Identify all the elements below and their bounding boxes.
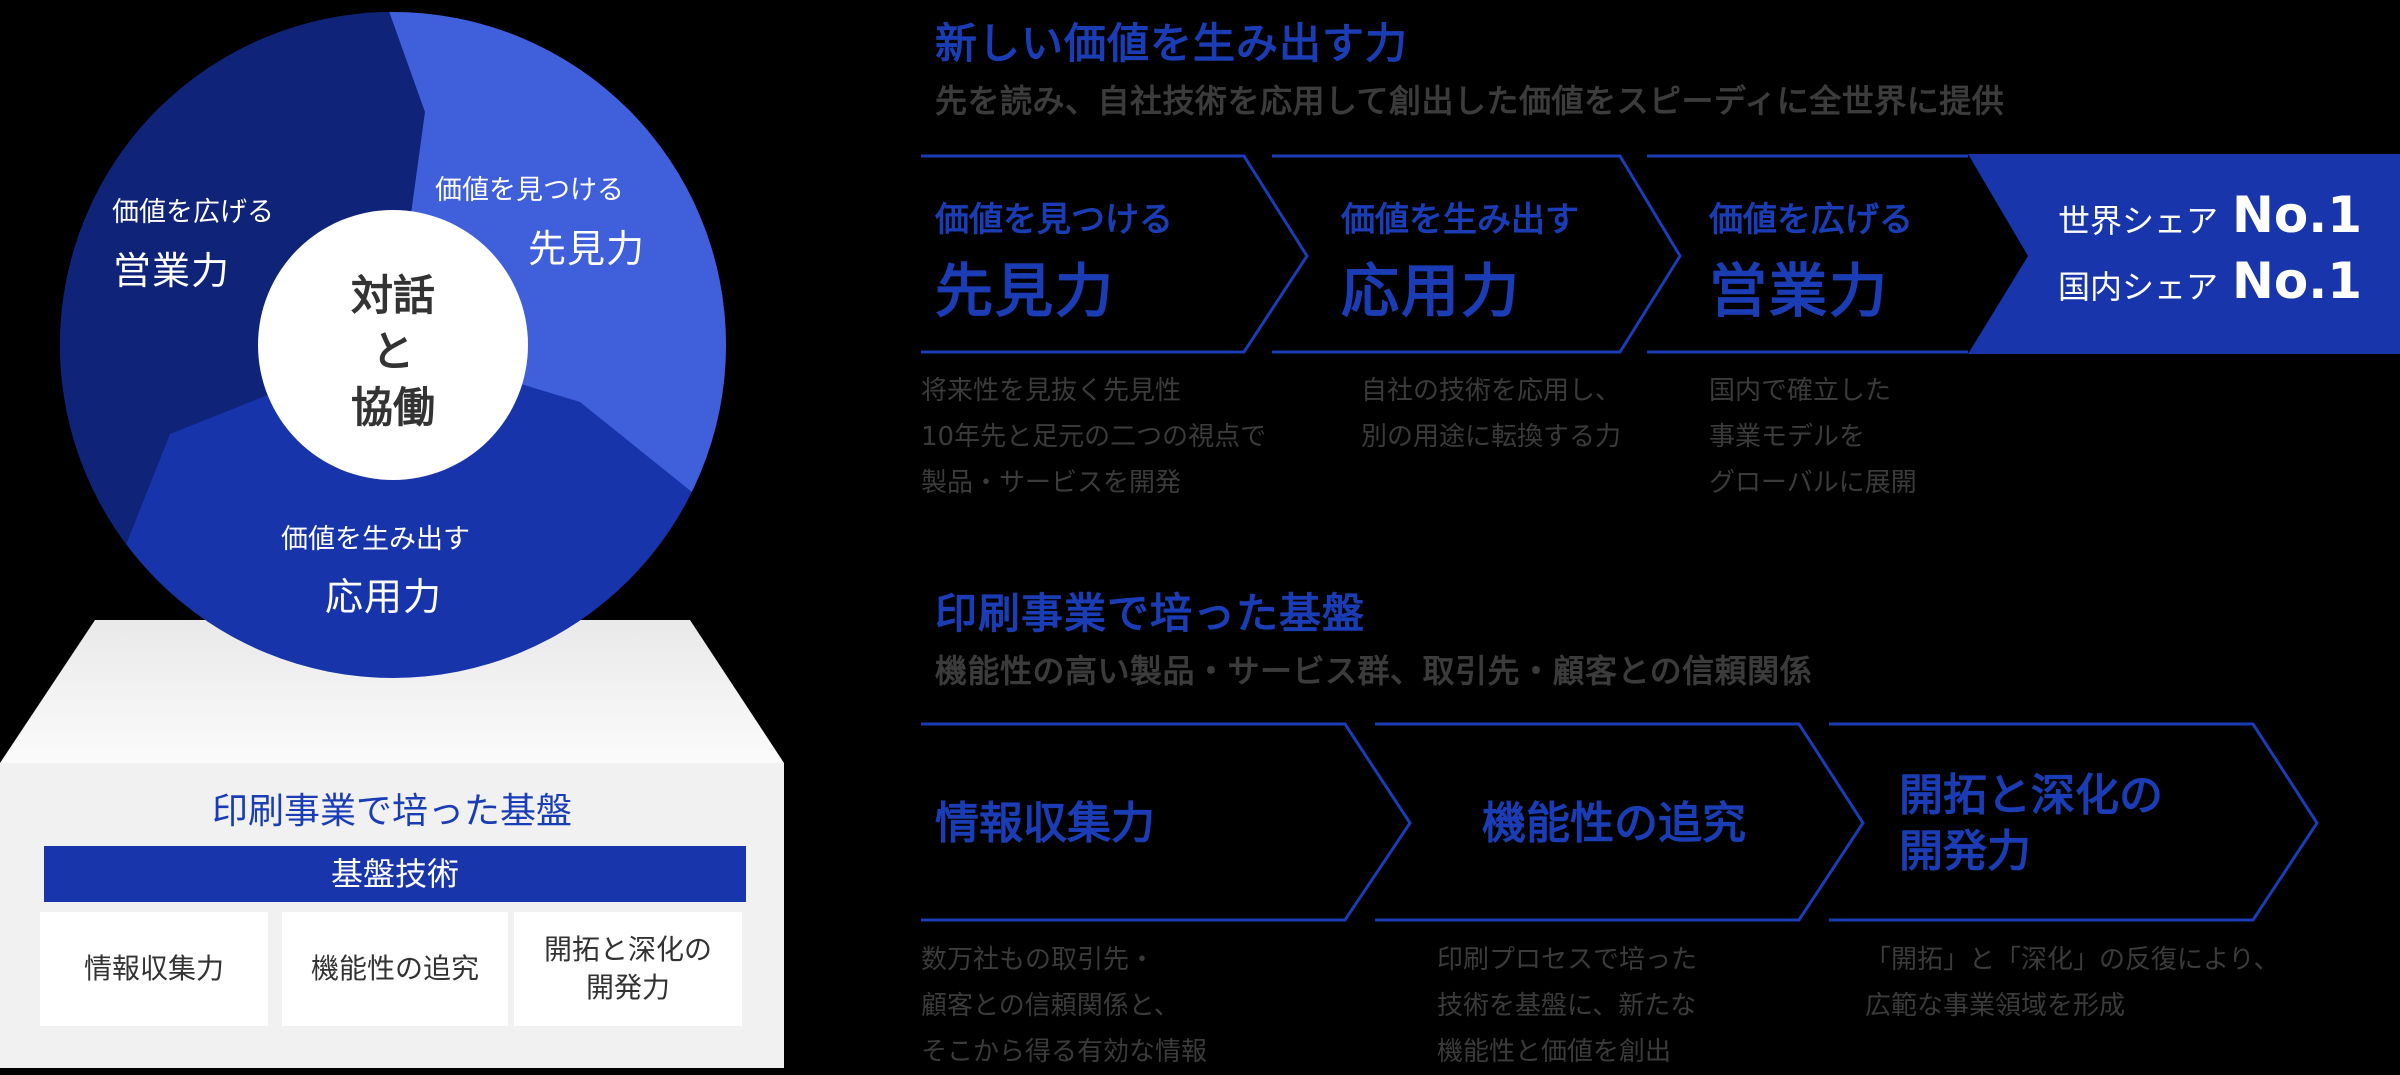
center-line-3: 協働 [350,383,435,432]
step-foresight-desc: 将来性を見抜く先見性 10年先と足元の二つの視点で 製品・サービスを開発 [921,376,1267,498]
result-panel [1968,154,2400,354]
step-function-desc: 印刷プロセスで培った 技術を基盤に、新たな 機能性と価値を創出 [1437,945,1698,1067]
center-line-1: 対話 [350,271,435,320]
step-foresight-big: 先見力 [935,257,1116,325]
step-function-title: 機能性の追究 [1482,798,1746,849]
step-application-big: 応用力 [1341,257,1522,325]
step-application-desc: 自社の技術を応用し、 別の用途に転換する力 [1361,376,1622,452]
step-info-desc: 数万社もの取引先・ 顧客との信頼関係と、 そこから得る有効な情報 [921,945,1208,1067]
chevron-application [1272,154,1682,354]
section-foundation-subtitle: 機能性の高い製品・サービス群、取引先・顧客との信頼関係 [935,652,1813,690]
pedestal-title: 印刷事業で培った基盤 [211,791,572,832]
cell-line-2: 開発力 [585,971,670,1004]
segment-foresight-small: 価値を見つける [435,175,624,206]
center-circle [258,210,528,480]
section-foundation-title: 印刷事業で培った基盤 [935,589,1366,638]
cell-line-1: 機能性の追究 [310,952,479,985]
step-sales-small: 価値を広げる [1709,200,1913,240]
chevron-function [1375,722,1865,922]
result-world-share: 世界シェア No.1 [2058,186,2362,244]
step-foresight-small: 価値を見つける [935,200,1173,240]
result-list: 世界シェア No.1 国内シェア No.1 [2058,186,2362,318]
segment-foresight-big: 先見力 [528,227,646,271]
section-new-value-title: 新しい価値を生み出す力 [935,19,1409,68]
result-domestic-share: 国内シェア No.1 [2058,252,2362,310]
step-development-desc: 「開拓」と「深化」の反復により、 広範な事業領域を形成 [1865,945,2280,1021]
center-label: 対話 と 協働 [293,268,493,436]
pedestal-cell-info: 情報収集力 [40,912,268,1026]
chevron-row-top [921,154,1968,354]
step-sales-desc: 国内で確立した 事業モデルを グローバルに展開 [1709,376,1917,498]
pedestal-cell-development: 開拓と深化の 開発力 [514,912,742,1026]
chevron-foresight [921,154,1309,354]
pedestal-bar: 基盤技術 [44,846,746,902]
segment-sales-big: 営業力 [113,249,231,293]
chevron-info [921,722,1412,922]
cell-line-1: 開拓と深化の [543,933,712,966]
cell-line-1: 情報収集力 [83,952,224,985]
step-info-title: 情報収集力 [935,798,1155,849]
section-new-value-subtitle: 先を読み、自社技術を応用して創出した価値をスピーディに全世界に提供 [935,82,2005,120]
step-application-small: 価値を生み出す [1341,200,1579,240]
pedestal-top [0,620,784,763]
step-sales-big: 営業力 [1709,257,1890,325]
segment-sales-small: 価値を広げる [112,197,274,228]
segment-application-big: 応用力 [325,575,443,619]
pedestal-cell-function: 機能性の追究 [282,912,508,1026]
step-development-title: 開拓と深化の 開発力 [1899,770,2163,877]
center-line-2: と [371,327,414,376]
segment-application-small: 価値を生み出す [281,524,470,555]
chevron-development [1829,722,2319,922]
chevron-row-bottom [921,722,2319,922]
